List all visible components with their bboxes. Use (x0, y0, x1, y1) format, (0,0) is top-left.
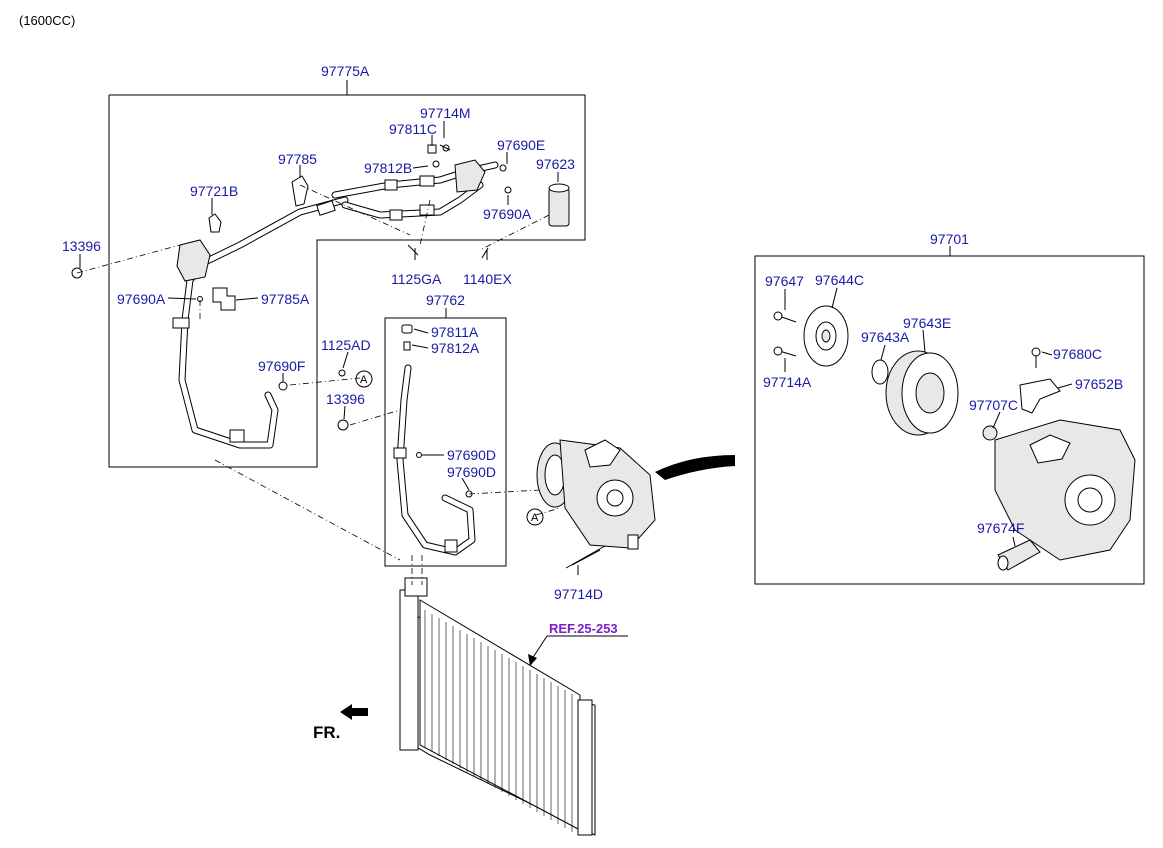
discharge-hose-illustration (393, 324, 541, 556)
engine-spec-label: (1600CC) (19, 13, 75, 28)
callout-a-compressor: A (526, 508, 544, 526)
part-label-97690A-left[interactable]: 97690A (117, 291, 166, 307)
part-label-97680C[interactable]: 97680C (1053, 346, 1102, 362)
part-label-97707C[interactable]: 97707C (969, 397, 1018, 413)
part-label-1125AD[interactable]: 1125AD (321, 337, 371, 353)
svg-text:A: A (531, 512, 539, 524)
part-label-97785[interactable]: 97785 (278, 151, 317, 167)
group-label-97762[interactable]: 97762 (426, 292, 465, 308)
compressor-illustration (535, 439, 656, 569)
part-label-97690A-top[interactable]: 97690A (483, 206, 532, 222)
group-label-97775A[interactable]: 97775A (321, 63, 370, 79)
compressor-assembly-group: 97701 (754, 231, 1145, 585)
front-label: FR. (313, 723, 340, 742)
part-label-97644C[interactable]: 97644C (815, 272, 864, 288)
part-label-97785A[interactable]: 97785A (261, 291, 310, 307)
condenser-illustration (399, 555, 596, 836)
part-label-97714M[interactable]: 97714M (420, 105, 471, 121)
svg-text:A: A (360, 374, 368, 386)
part-label-97690F[interactable]: 97690F (258, 358, 305, 374)
part-label-97811A[interactable]: 97811A (431, 324, 479, 340)
callout-a-hose: A (355, 370, 373, 388)
part-label-1140EX[interactable]: 1140EX (463, 271, 512, 287)
part-label-97812B[interactable]: 97812B (364, 160, 412, 176)
part-label-97714D[interactable]: 97714D (554, 586, 603, 602)
discharge-hose-group: 97762 (384, 292, 507, 567)
hose-assembly-group: 97775A (108, 63, 586, 468)
part-label-97623[interactable]: 97623 (536, 156, 575, 172)
part-label-97690E[interactable]: 97690E (497, 137, 545, 153)
part-label-97811C[interactable]: 97811C (389, 121, 437, 137)
detail-pointer-arrow (655, 455, 735, 480)
part-label-97643A[interactable]: 97643A (861, 329, 910, 345)
part-label-97690D-b[interactable]: 97690D (447, 464, 496, 480)
group-label-97701[interactable]: 97701 (930, 231, 969, 247)
part-label-97647[interactable]: 97647 (765, 273, 804, 289)
part-label-97721B[interactable]: 97721B (190, 183, 238, 199)
leader-lines (79, 121, 1073, 575)
part-label-97812A[interactable]: 97812A (431, 340, 480, 356)
part-label-97714A[interactable]: 97714A (763, 374, 812, 390)
compressor-exploded-illustration (773, 305, 1136, 571)
part-label-97674F[interactable]: 97674F (977, 520, 1024, 536)
reference-link[interactable]: REF.25-253 (549, 621, 618, 636)
part-label-97652B[interactable]: 97652B (1075, 376, 1123, 392)
part-label-97643E[interactable]: 97643E (903, 315, 951, 331)
front-direction-indicator: FR. (313, 704, 368, 742)
reference-pointer (528, 635, 628, 666)
part-label-13396-b[interactable]: 13396 (326, 391, 365, 407)
part-labels: 97714M 97811C 97812B 97690E 97623 97690A… (62, 105, 1123, 602)
suction-hose-illustration (71, 144, 570, 561)
part-label-97690D-a[interactable]: 97690D (447, 447, 496, 463)
part-label-13396-a[interactable]: 13396 (62, 238, 101, 254)
part-label-1125GA[interactable]: 1125GA (391, 271, 442, 287)
